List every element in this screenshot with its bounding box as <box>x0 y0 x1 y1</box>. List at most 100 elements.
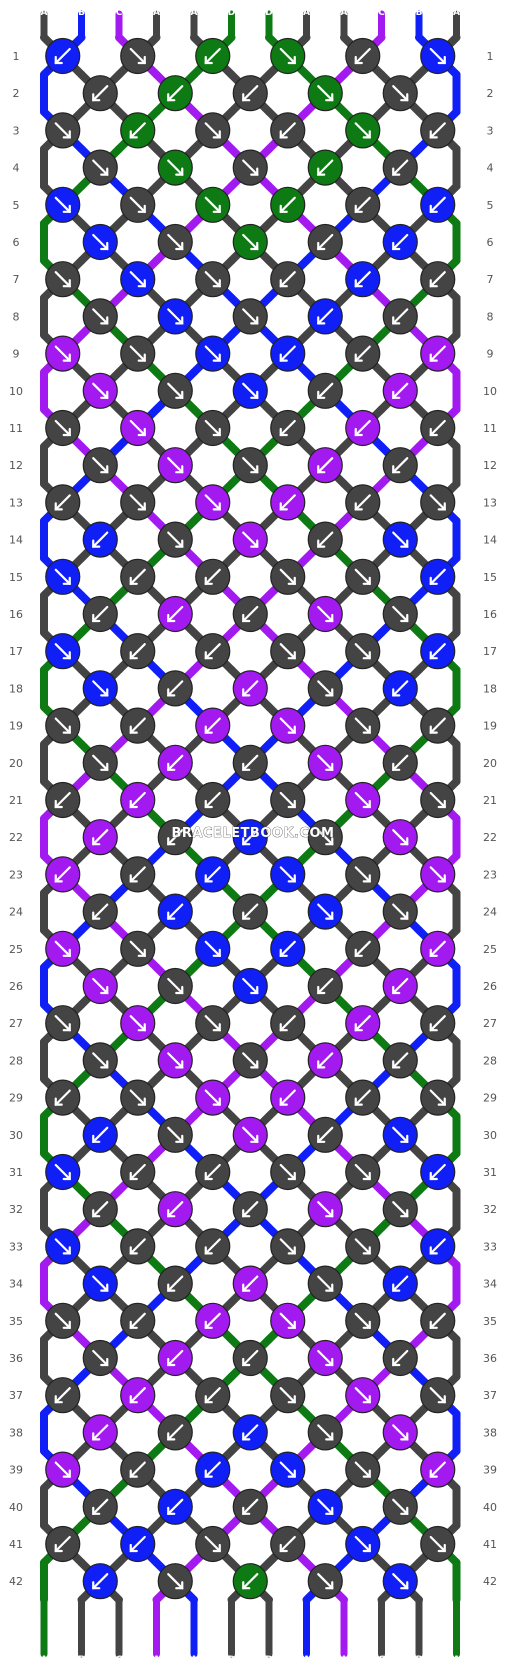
knot <box>345 1302 381 1339</box>
arrow-down-right-icon <box>54 271 71 288</box>
knot <box>382 1191 418 1228</box>
arrow-down-left-icon <box>354 419 371 437</box>
knot <box>45 1377 81 1414</box>
arrow-down-left-icon <box>354 494 371 511</box>
knot <box>195 930 231 967</box>
knot <box>420 856 456 893</box>
knot <box>270 1377 306 1414</box>
arrow-down-left-icon <box>167 680 184 697</box>
row-number-right: 37 <box>483 1389 497 1402</box>
knot <box>120 186 156 223</box>
arrow-down-right-icon <box>54 643 71 660</box>
knot <box>382 75 418 112</box>
arrow-down-right-icon <box>317 680 334 697</box>
strand-label-top: C <box>378 8 385 18</box>
arrow-down-right-icon <box>92 308 109 325</box>
arrow-down-right-icon <box>242 531 259 548</box>
knot <box>157 149 193 186</box>
knot <box>195 707 231 744</box>
arrow-down-left-icon <box>129 122 146 139</box>
watermark: BRACELETBOOK.COM <box>172 826 335 841</box>
arrow-down-left-icon <box>354 345 371 362</box>
knot <box>270 484 306 521</box>
knot <box>45 558 81 595</box>
knot <box>307 670 343 707</box>
knot <box>270 781 306 819</box>
row-number-left: 37 <box>9 1389 23 1402</box>
row-number-left: 21 <box>9 794 23 807</box>
knot <box>45 1005 81 1042</box>
knot <box>382 1265 418 1302</box>
row-number-left: 24 <box>9 906 23 919</box>
knot <box>382 223 418 261</box>
knot <box>157 1042 193 1079</box>
knot <box>82 1339 118 1377</box>
arrow-down-left-icon <box>317 531 334 548</box>
arrow-down-left-icon <box>279 940 296 957</box>
knot <box>195 409 231 447</box>
knot <box>195 856 231 893</box>
knot <box>82 1563 118 1600</box>
knot <box>382 744 418 781</box>
arrow-down-right-icon <box>392 1498 409 1515</box>
knot <box>120 558 156 595</box>
arrow-down-right-icon <box>242 1126 259 1143</box>
arrow-down-left-icon <box>392 382 409 399</box>
arrow-down-right-icon <box>317 605 334 623</box>
arrow-down-right-icon <box>92 382 109 399</box>
row-number-left: 30 <box>9 1129 23 1142</box>
knot <box>45 1153 81 1191</box>
arrow-down-right-icon <box>167 233 184 251</box>
arrow-down-left-icon <box>167 1498 184 1515</box>
arrow-down-left-icon <box>92 1424 109 1441</box>
knot <box>345 261 381 298</box>
row-number-right: 32 <box>483 1203 497 1216</box>
knot <box>157 298 193 335</box>
knot <box>195 1079 231 1116</box>
knot <box>157 967 193 1005</box>
arrow-down-left-icon <box>242 85 259 102</box>
knot <box>345 484 381 521</box>
row-number-right: 35 <box>483 1315 497 1328</box>
knot <box>270 1451 306 1488</box>
knot <box>45 409 81 447</box>
arrow-down-right-icon <box>354 643 371 660</box>
arrow-down-left-icon <box>429 419 446 437</box>
knot <box>382 1563 418 1600</box>
arrow-down-right-icon <box>354 866 371 883</box>
knot <box>82 1488 118 1525</box>
knot <box>420 1377 456 1414</box>
knot <box>420 633 456 670</box>
arrow-down-left-icon <box>429 1238 446 1255</box>
knot <box>120 1302 156 1339</box>
arrow-down-left-icon <box>54 1089 71 1106</box>
knot <box>307 1116 343 1153</box>
knot <box>345 707 381 744</box>
arrow-down-left-icon <box>279 419 296 437</box>
knot <box>195 1377 231 1414</box>
arrow-down-right-icon <box>129 271 146 288</box>
arrow-down-left-icon <box>429 717 446 734</box>
arrow-down-left-icon <box>279 1015 296 1032</box>
knot <box>420 1005 456 1042</box>
arrow-down-left-icon <box>317 1052 334 1069</box>
knot <box>270 261 306 298</box>
knot <box>232 149 268 186</box>
knot <box>307 521 343 558</box>
row-number-right: 8 <box>487 310 494 323</box>
arrow-down-right-icon <box>129 494 146 511</box>
arrow-down-left-icon <box>279 1089 296 1106</box>
knot <box>157 595 193 633</box>
arrow-down-left-icon <box>429 1461 446 1478</box>
knot <box>82 1191 118 1228</box>
row-number-right: 3 <box>487 124 494 137</box>
row-number-left: 36 <box>9 1352 23 1365</box>
arrow-down-right-icon <box>54 717 71 734</box>
knot <box>157 447 193 484</box>
knot <box>420 1302 456 1339</box>
arrow-down-right-icon <box>354 1238 371 1255</box>
knot <box>270 856 306 893</box>
knot <box>45 1451 81 1488</box>
knot <box>307 372 343 409</box>
knot <box>345 1153 381 1191</box>
